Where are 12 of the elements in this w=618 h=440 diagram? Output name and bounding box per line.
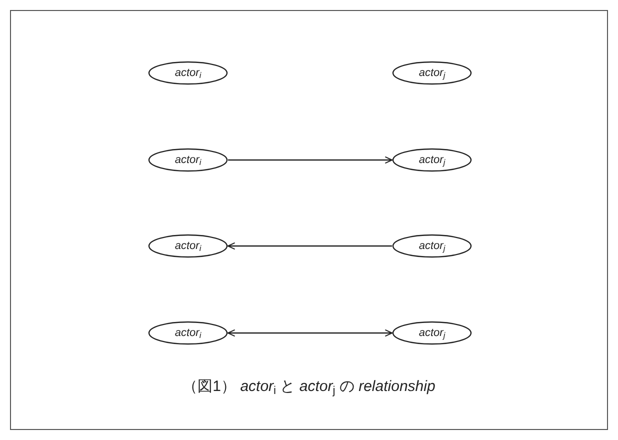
- actor-label: actor$_{i}$: [174, 154, 202, 166]
- actor-label: actor$_{j}$: [418, 240, 446, 252]
- actor-label: actor$_{j}$: [418, 68, 446, 78]
- actor-label: actor$_{j}$: [418, 328, 446, 338]
- arrow: [227, 329, 393, 337]
- actor-label: actor$_{i}$: [174, 328, 202, 338]
- figure-caption: （図1） actor$_{i}$ と actor$_{j}$ の relationship: [182, 377, 436, 398]
- arrow: [228, 156, 393, 164]
- actor-label: actor$_{i}$: [174, 68, 202, 78]
- actor-label: actor$_{j}$: [418, 154, 446, 166]
- arrow: [227, 242, 392, 250]
- actor-label: actor$_{i}$: [174, 240, 202, 252]
